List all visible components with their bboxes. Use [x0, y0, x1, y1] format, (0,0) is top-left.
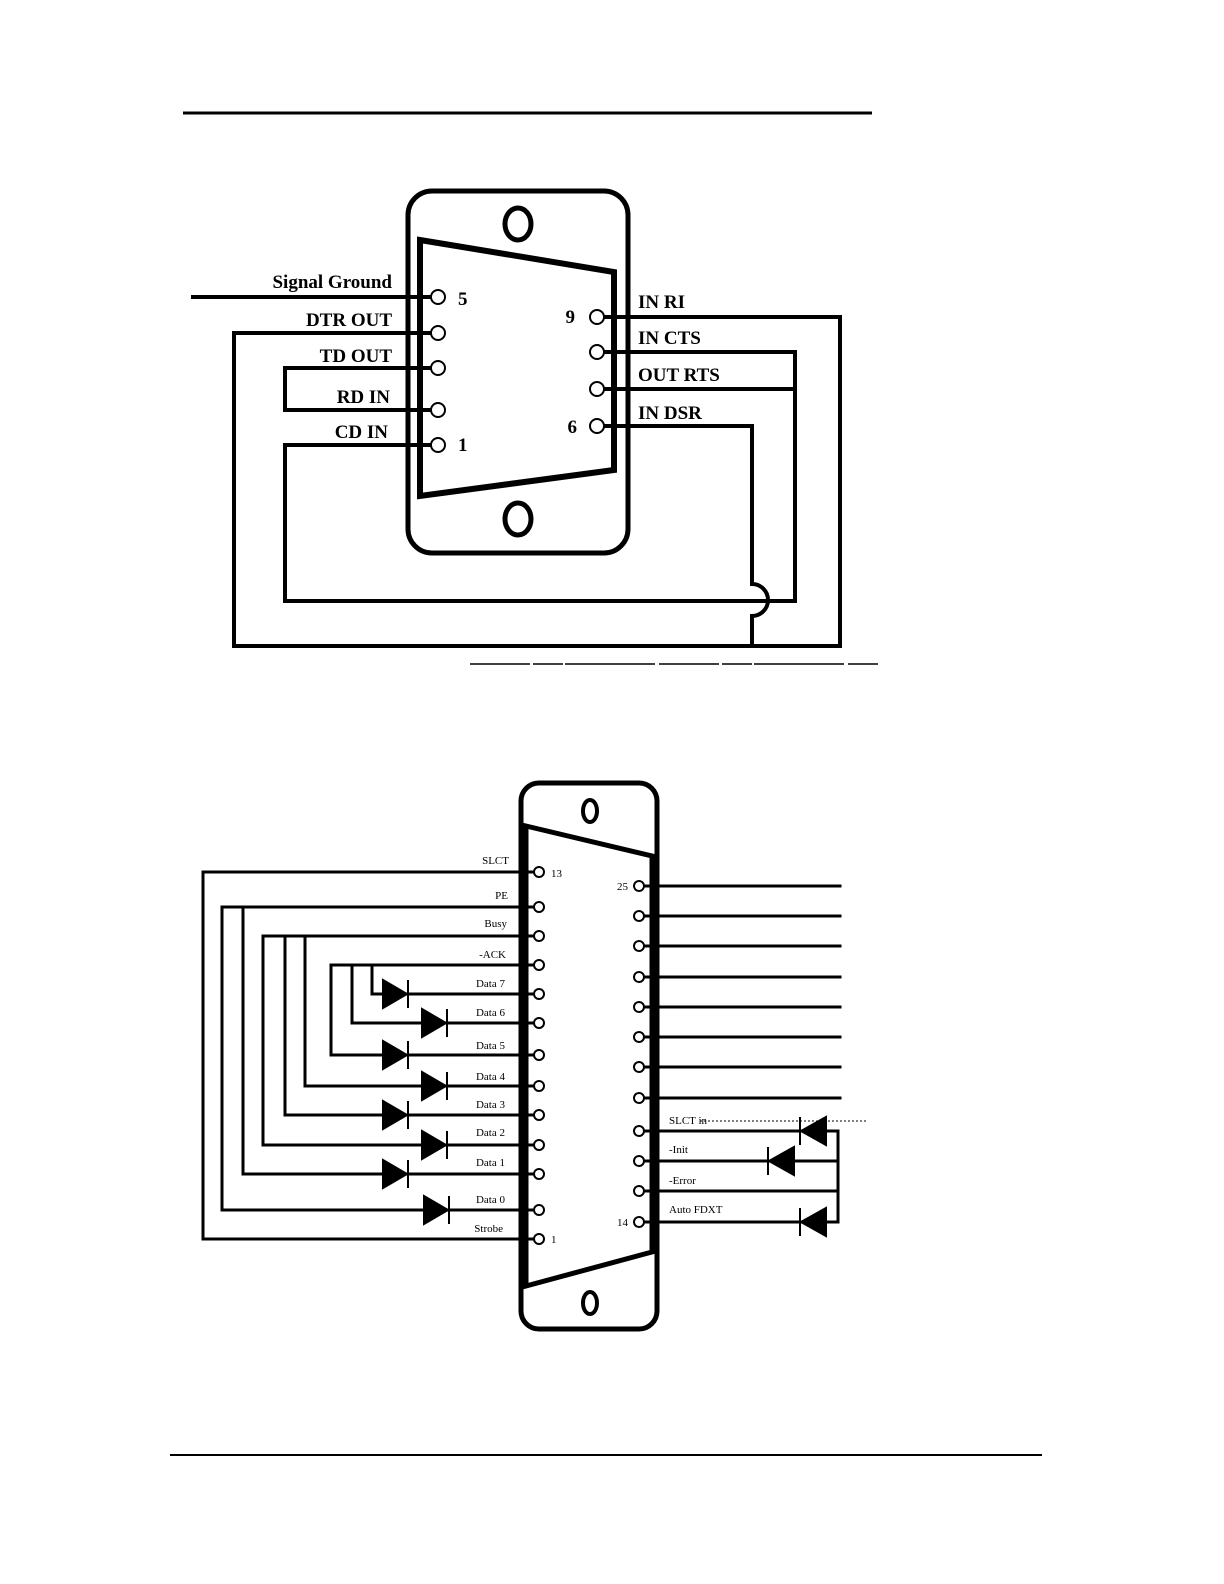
- db9-trapezoid: [420, 240, 614, 496]
- db9-label-out-rts: OUT RTS: [638, 365, 720, 386]
- db25-pin: [634, 1032, 644, 1042]
- db25-pin-number-13: 13: [551, 868, 563, 880]
- db25-right-wiring: [645, 886, 840, 1222]
- db25-label-data-0: Data 0: [476, 1194, 506, 1206]
- db9-label-signal-ground: Signal Ground: [272, 272, 392, 293]
- db25-pin: [534, 1018, 544, 1028]
- db25-label-init: -Init: [669, 1144, 688, 1156]
- diode-data-0: [424, 1196, 449, 1224]
- db9-label-rd-in: RD IN: [337, 387, 391, 408]
- db25-label-error: -Error: [669, 1175, 696, 1187]
- db25-pin: [534, 902, 544, 912]
- db25-label-busy: Busy: [484, 918, 507, 930]
- db25-label-auto-fdxt: Auto FDXT: [669, 1204, 723, 1216]
- db25-pin: [534, 1050, 544, 1060]
- db9-label-dtr-out: DTR OUT: [306, 310, 392, 331]
- db25-label-data-5: Data 5: [476, 1040, 506, 1052]
- db25-right-diodes: [768, 1117, 826, 1236]
- db25-pin: [534, 1140, 544, 1150]
- db25-label-data-2: Data 2: [476, 1127, 505, 1139]
- db25-pin: [634, 1002, 644, 1012]
- db9-bottom-screw: [505, 503, 531, 535]
- db25-pin: [634, 941, 644, 951]
- db9-wiring: [193, 297, 840, 646]
- diode-data-2: [422, 1131, 447, 1159]
- db9-pin: [590, 382, 604, 396]
- db25-labels: SLCT PE Busy -ACK Data 7 Data 6 Data 5 D…: [474, 855, 722, 1246]
- db25-label-data-3: Data 3: [476, 1099, 506, 1111]
- db9-pin: [431, 361, 445, 375]
- db25-label-ack: -ACK: [479, 949, 506, 961]
- diode-data-3: [383, 1101, 408, 1129]
- db9-label-in-ri: IN RI: [638, 292, 685, 313]
- db25-pin-number-25: 25: [617, 881, 629, 893]
- db9-pin: [431, 326, 445, 340]
- db25-pin: [534, 1169, 544, 1179]
- db9-pin-number-5: 5: [458, 289, 468, 310]
- db25-pin: [634, 911, 644, 921]
- db9-pins: [431, 290, 604, 452]
- db25-label-data-6: Data 6: [476, 1007, 506, 1019]
- db25-top-screw: [583, 800, 597, 822]
- db25-pin: [534, 1234, 544, 1244]
- db9-pin-number-1: 1: [458, 435, 468, 456]
- db25-label-slct: SLCT: [482, 855, 509, 867]
- db25-pin: [634, 1093, 644, 1103]
- db9-pin: [431, 403, 445, 417]
- db9-pin: [590, 419, 604, 433]
- db9-pin-number-6: 6: [568, 417, 578, 438]
- db9-label-td-out: TD OUT: [320, 346, 393, 367]
- db9-pin: [431, 290, 445, 304]
- db25-pin: [534, 989, 544, 999]
- db9-label-in-cts: IN CTS: [638, 328, 701, 349]
- diode-data-4: [422, 1072, 447, 1100]
- db25-label-data-4: Data 4: [476, 1071, 506, 1083]
- diode-data-7: [383, 980, 408, 1008]
- diode-data-5: [383, 1041, 408, 1069]
- db25-label-strobe: Strobe: [474, 1223, 503, 1235]
- db25-label-slct-in: SLCT in: [669, 1115, 708, 1127]
- diode-data-1: [383, 1160, 408, 1188]
- db25-bottom-screw: [583, 1292, 597, 1314]
- db9-pin: [431, 438, 445, 452]
- db25-pin: [634, 881, 644, 891]
- db9-top-screw: [505, 208, 531, 240]
- db25-pin: [634, 1217, 644, 1227]
- db25-pin: [634, 972, 644, 982]
- db25-pin-number-1: 1: [551, 1234, 557, 1246]
- db9-pin-number-9: 9: [566, 307, 576, 328]
- db25-pins: [534, 867, 644, 1244]
- diode-data-6: [422, 1009, 447, 1037]
- diode-init: [768, 1147, 794, 1175]
- db25-label-pe: PE: [495, 890, 508, 902]
- db25-pin: [634, 1186, 644, 1196]
- db25-pin-number-14: 14: [617, 1217, 629, 1229]
- db25-pin: [634, 1156, 644, 1166]
- db25-label-data-1: Data 1: [476, 1157, 505, 1169]
- db25-left-diodes: [383, 980, 449, 1224]
- db25-pin: [634, 1062, 644, 1072]
- db9-label-cd-in: CD IN: [335, 422, 389, 443]
- db25-pin: [634, 1126, 644, 1136]
- db25-label-data-7: Data 7: [476, 978, 506, 990]
- db9-pin: [590, 345, 604, 359]
- db25-pin: [534, 960, 544, 970]
- db25-pin: [534, 1205, 544, 1215]
- db25-pin: [534, 931, 544, 941]
- db9-pin: [590, 310, 604, 324]
- db9-label-in-dsr: IN DSR: [638, 403, 702, 424]
- diode-auto-fdxt: [800, 1208, 826, 1236]
- db25-pin: [534, 1081, 544, 1091]
- db25-pin: [534, 867, 544, 877]
- db9-labels: Signal Ground DTR OUT TD OUT RD IN CD IN…: [272, 272, 719, 456]
- db25-pin: [534, 1110, 544, 1120]
